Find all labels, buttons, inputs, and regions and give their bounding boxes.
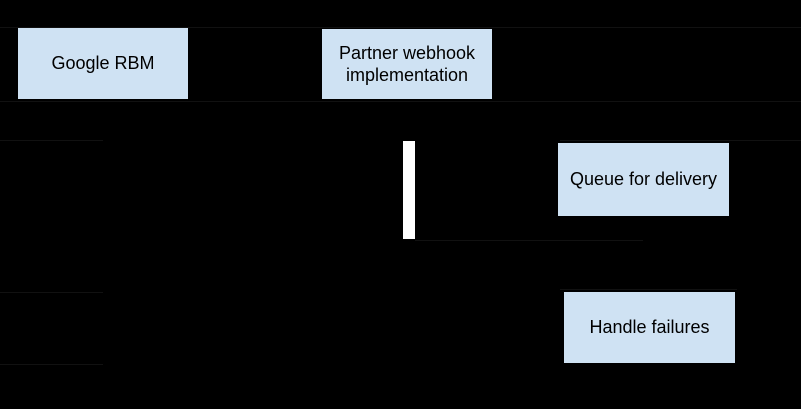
- faint-line-right-2: [560, 289, 737, 290]
- faint-line-left-2: [0, 292, 103, 293]
- faint-line-right-1: [560, 140, 801, 141]
- node-partner-webhook-label: Partner webhook implementation: [338, 42, 476, 86]
- faint-line-left-3: [0, 364, 103, 365]
- faint-line-left-1: [0, 140, 103, 141]
- node-google-rbm: Google RBM: [18, 28, 188, 99]
- node-queue-for-delivery: Queue for delivery: [558, 143, 729, 216]
- faint-line-mid: [415, 240, 643, 241]
- activation-bar: [403, 141, 415, 239]
- node-partner-webhook: Partner webhook implementation: [322, 29, 492, 99]
- faint-line-top: [0, 27, 801, 28]
- node-google-rbm-label: Google RBM: [51, 53, 155, 74]
- node-handle-failures: Handle failures: [564, 292, 735, 363]
- node-queue-for-delivery-label: Queue for delivery: [569, 169, 718, 190]
- faint-line-actor-row-bottom: [0, 101, 801, 102]
- node-handle-failures-label: Handle failures: [589, 317, 710, 338]
